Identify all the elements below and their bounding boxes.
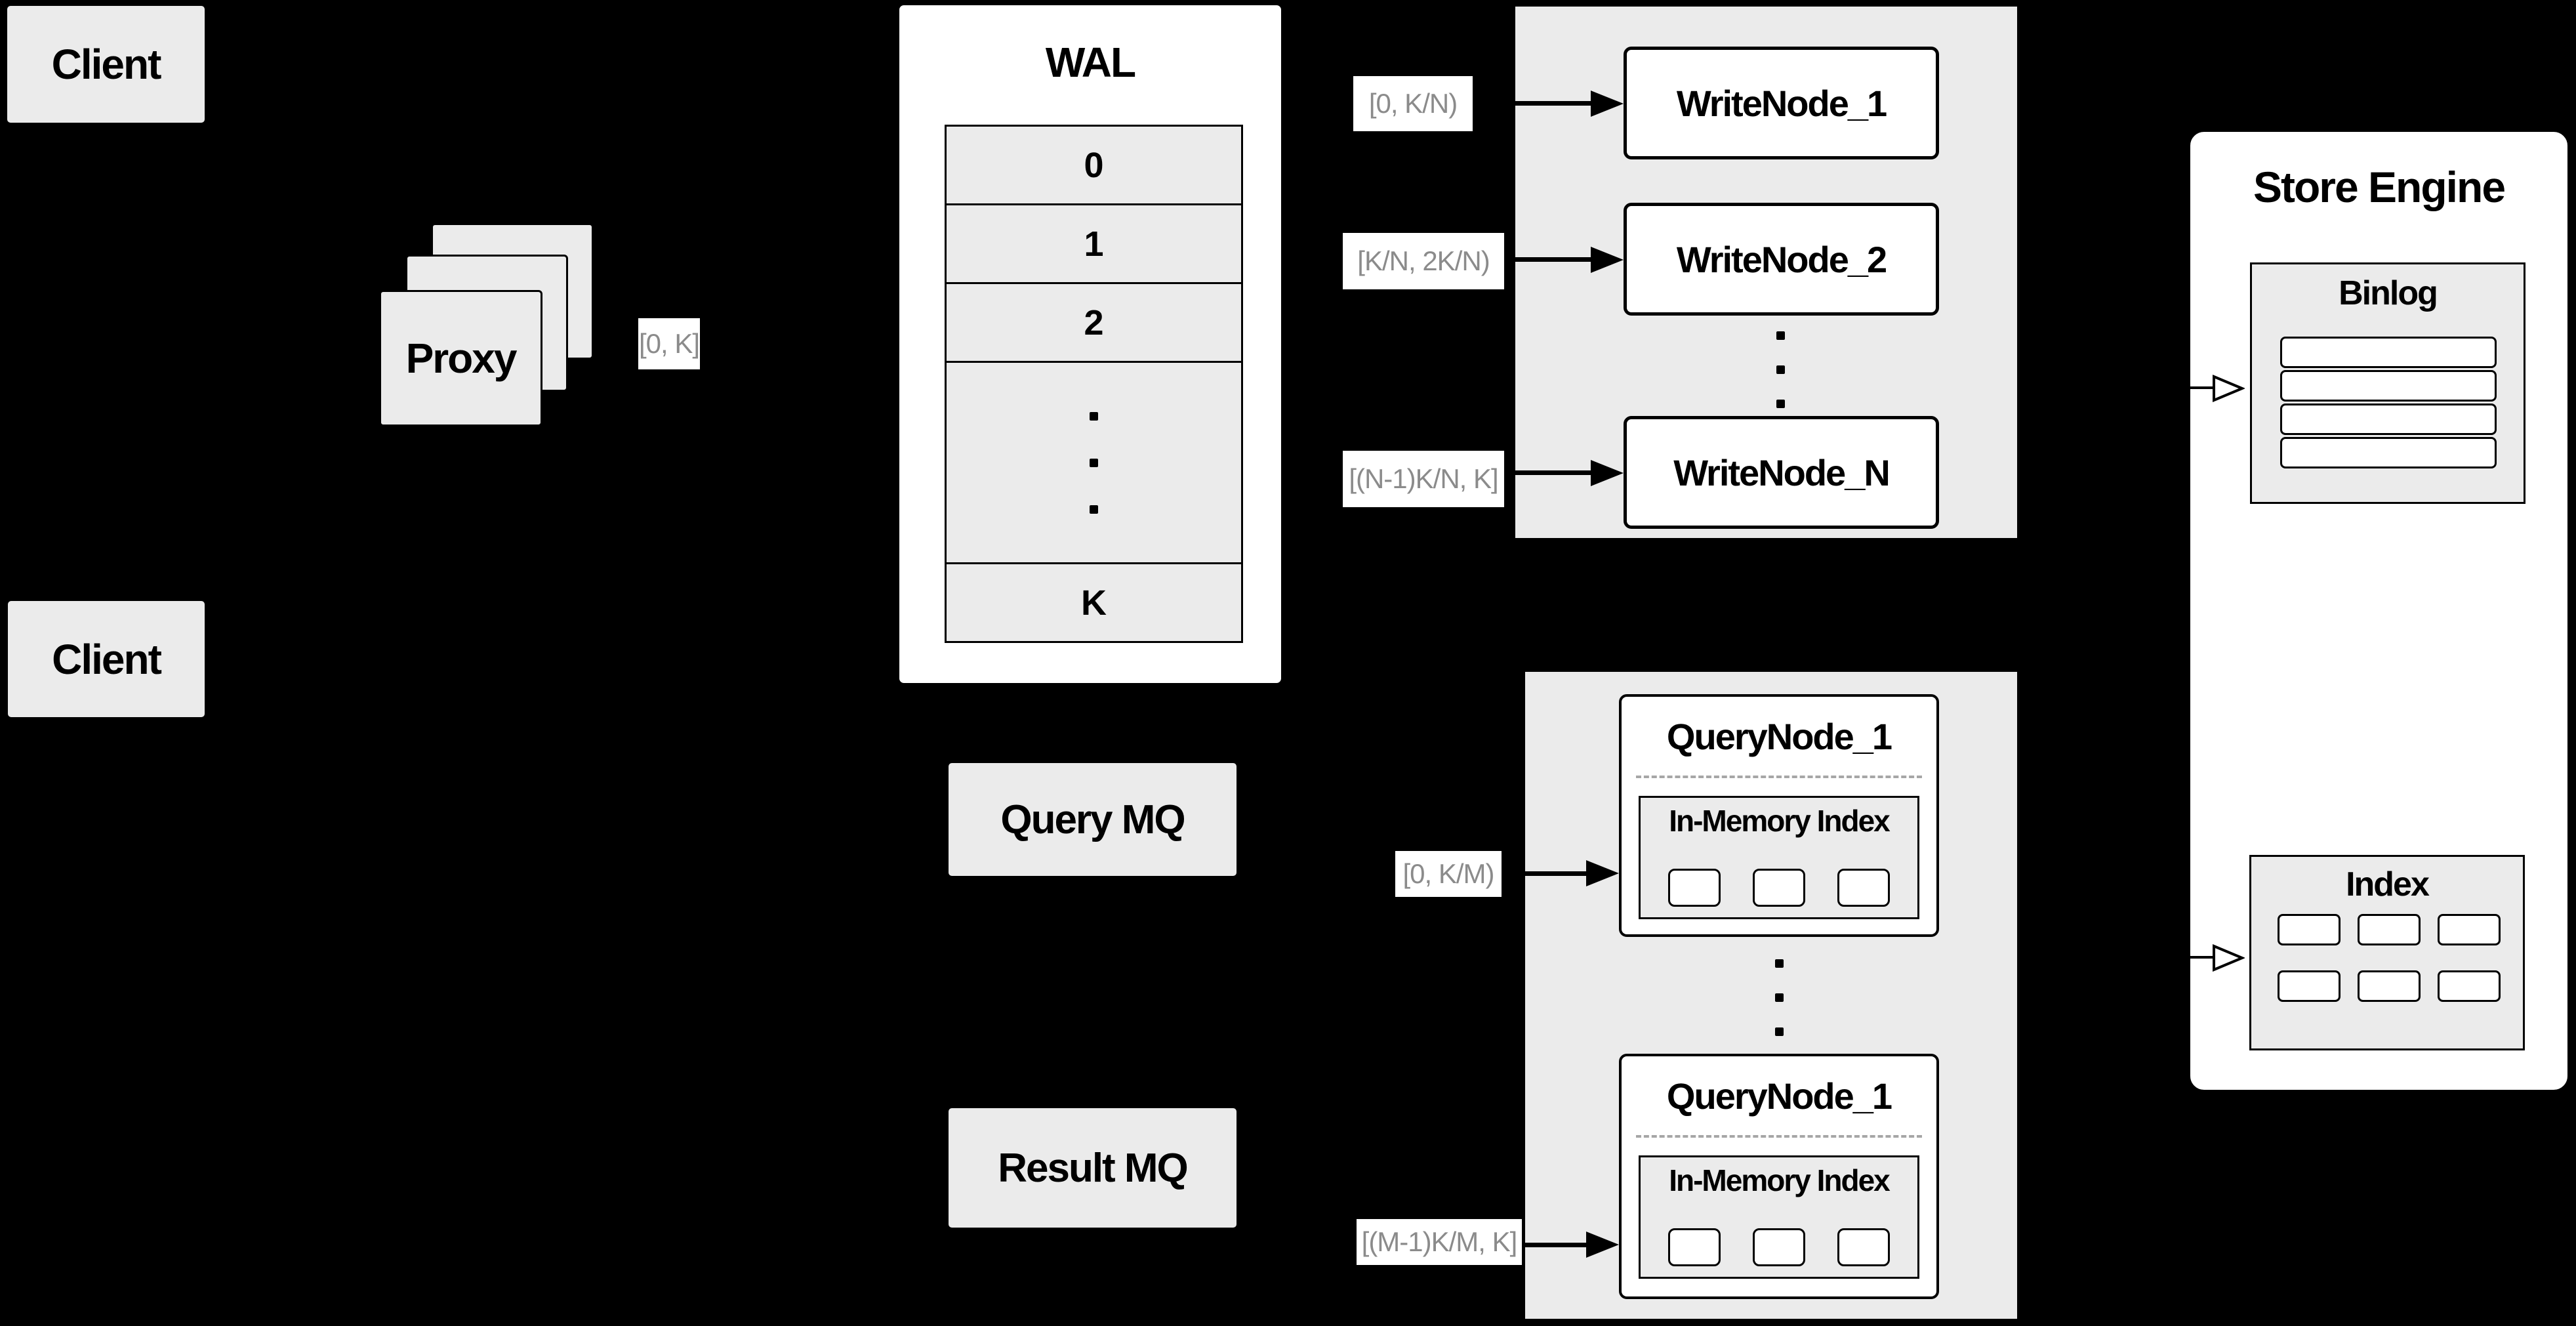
write-node-2-box: WriteNode_2 [1624,203,1939,316]
dashed-separator [1636,776,1922,778]
segment-cell [1668,869,1721,907]
write-range-3: [(N-1)K/N, K] [1349,463,1498,494]
binlog-box: Binlog [2250,262,2525,504]
ellipsis-dot [1775,959,1784,968]
result-mq-box: Result MQ [947,1106,1238,1230]
query-node-2-box: QueryNode_1 In-Memory Index [1619,1054,1939,1299]
arrow-right-icon [1504,470,1591,475]
client-top-label: Client [51,41,162,88]
binlog-row [2280,337,2497,368]
client-bottom-box: Client [6,599,207,719]
wal-segment-k: K [1081,583,1107,623]
open-arrowhead-icon [2213,943,2245,972]
write-node-1-label: WriteNode_1 [1676,82,1887,124]
index-box: Index [2249,855,2525,1050]
binlog-title: Binlog [2339,274,2438,312]
open-arrow-shaft [2188,386,2215,389]
wal-segment-table: 0 1 2 K [945,125,1243,643]
index-cell [2358,914,2421,945]
query-range-1: [0, K/M) [1402,858,1494,889]
query-range-chip-2: [(M-1)K/M, K] [1357,1219,1522,1265]
wal-segment-row: 2 [945,282,1243,363]
write-range-1: [0, K/N) [1368,88,1458,119]
index-cells-row [2278,914,2501,945]
binlog-row [2280,437,2497,468]
in-memory-index-box: In-Memory Index [1639,796,1919,919]
arrow-right-icon [1502,871,1586,876]
query-node-2-label: QueryNode_1 [1666,1075,1892,1117]
proxy-box: Proxy [379,290,542,426]
open-arrow-shaft [2188,956,2215,959]
in-memory-index-title: In-Memory Index [1669,1163,1891,1197]
ellipsis-dot [1090,458,1098,467]
wal-panel: WAL 0 1 2 K [897,3,1283,685]
write-range-chip-1: [0, K/N) [1353,76,1473,131]
query-range-chip-1: [0, K/M) [1395,851,1502,897]
wal-title: WAL [1045,39,1136,86]
write-range-chip-3: [(N-1)K/N, K] [1343,451,1504,507]
arrowhead-icon [1586,1232,1619,1258]
client-bottom-label: Client [52,635,162,683]
ellipsis-dot [1090,505,1098,514]
in-memory-index-title: In-Memory Index [1669,804,1891,838]
arrow-right-icon [1504,257,1591,262]
query-mq-box: Query MQ [947,761,1238,878]
arrowhead-icon [1591,247,1624,273]
segment-cells-row [1668,1228,1890,1266]
segment-cells-row [1668,869,1890,907]
write-node-n-label: WriteNode_N [1673,451,1891,493]
ellipsis-dot [1776,365,1785,374]
binlog-row [2280,370,2497,402]
wal-segment-1: 1 [1084,224,1104,264]
write-range-chip-2: [K/N, 2K/N) [1343,233,1504,289]
open-arrowhead-icon [2213,374,2245,403]
arrow-right-icon [1473,101,1591,106]
ellipsis-dot [1776,400,1785,408]
wal-segment-2: 2 [1084,302,1104,342]
query-mq-label: Query MQ [1000,797,1185,842]
write-node-1-box: WriteNode_1 [1624,47,1939,159]
index-cell [2278,970,2341,1002]
index-title: Index [2346,865,2430,903]
arrowhead-icon [1591,91,1624,117]
index-cell [2438,914,2501,945]
segment-cell [1753,1228,1805,1266]
wal-segment-0: 0 [1084,145,1104,185]
query-node-1-label: QueryNode_1 [1666,716,1892,757]
ellipsis-dot [1776,331,1785,340]
wal-segment-row: 0 [945,125,1243,205]
write-range-2: [K/N, 2K/N) [1357,245,1490,276]
wal-ellipsis-row [945,361,1243,564]
query-range-2: [(M-1)K/M, K] [1361,1226,1518,1257]
segment-cell [1837,1228,1890,1266]
index-cell [2358,970,2421,1002]
wal-segment-row: 1 [945,203,1243,284]
segment-cell [1753,869,1805,907]
ellipsis-dot [1775,993,1784,1002]
segment-cell [1837,869,1890,907]
ellipsis-dot [1775,1027,1784,1036]
ellipsis-dot [1090,411,1098,421]
proxy-range-label: [0, K] [638,328,700,359]
write-node-n-box: WriteNode_N [1624,416,1939,529]
in-memory-index-box: In-Memory Index [1639,1155,1919,1279]
binlog-row [2280,404,2497,435]
wal-segment-row: K [945,562,1243,643]
segment-cell [1668,1228,1721,1266]
index-cells-row [2278,970,2501,1002]
dashed-separator [1636,1135,1922,1138]
arrowhead-icon [1586,860,1619,886]
write-node-2-label: WriteNode_2 [1676,238,1887,280]
proxy-label: Proxy [405,335,518,382]
store-engine-title: Store Engine [2253,163,2506,211]
proxy-range-chip: [0, K] [638,318,700,369]
index-cell [2438,970,2501,1002]
binlog-rows [2280,337,2497,470]
arrowhead-icon [1591,460,1624,486]
result-mq-label: Result MQ [998,1145,1189,1191]
index-cell [2278,914,2341,945]
query-node-1-box: QueryNode_1 In-Memory Index [1619,694,1939,937]
arrow-right-icon [1522,1243,1586,1247]
client-top-box: Client [5,4,207,125]
